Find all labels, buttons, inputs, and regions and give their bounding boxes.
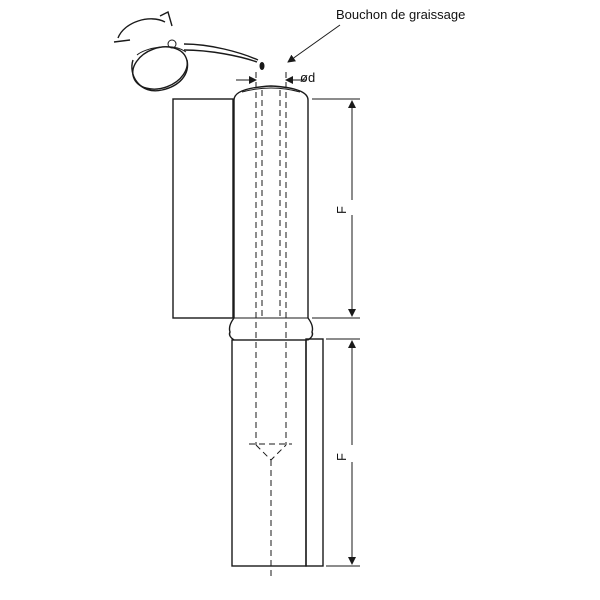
lower-leaf (305, 338, 324, 567)
lower-length-label: F (334, 453, 349, 461)
oil-can-icon (113, 10, 265, 92)
diameter-dimension: ød (236, 70, 315, 85)
upper-length-label: F (334, 206, 349, 214)
upper-barrel (228, 85, 314, 341)
grease-plug-callout: Bouchon de graissage (287, 7, 465, 63)
upper-leaf (172, 98, 234, 319)
upper-length-dimension: F (312, 98, 360, 319)
hidden-pin-lines (249, 72, 292, 580)
diameter-label: ød (300, 70, 315, 85)
grease-plug-label: Bouchon de graissage (336, 7, 465, 22)
lower-length-dimension: F (326, 338, 360, 567)
lower-barrel (231, 339, 307, 567)
